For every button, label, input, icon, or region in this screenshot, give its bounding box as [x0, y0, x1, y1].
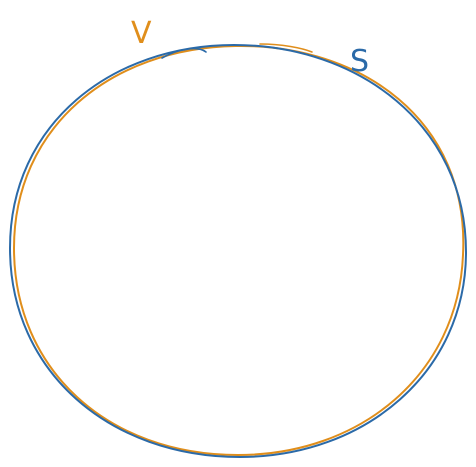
- sketch-mark-v: [259, 43, 313, 53]
- label-s: S: [350, 44, 369, 79]
- circle-s: [9, 44, 467, 458]
- label-v: V: [131, 16, 152, 51]
- sketch-mark-s: [161, 47, 207, 59]
- circle-v: [13, 44, 465, 456]
